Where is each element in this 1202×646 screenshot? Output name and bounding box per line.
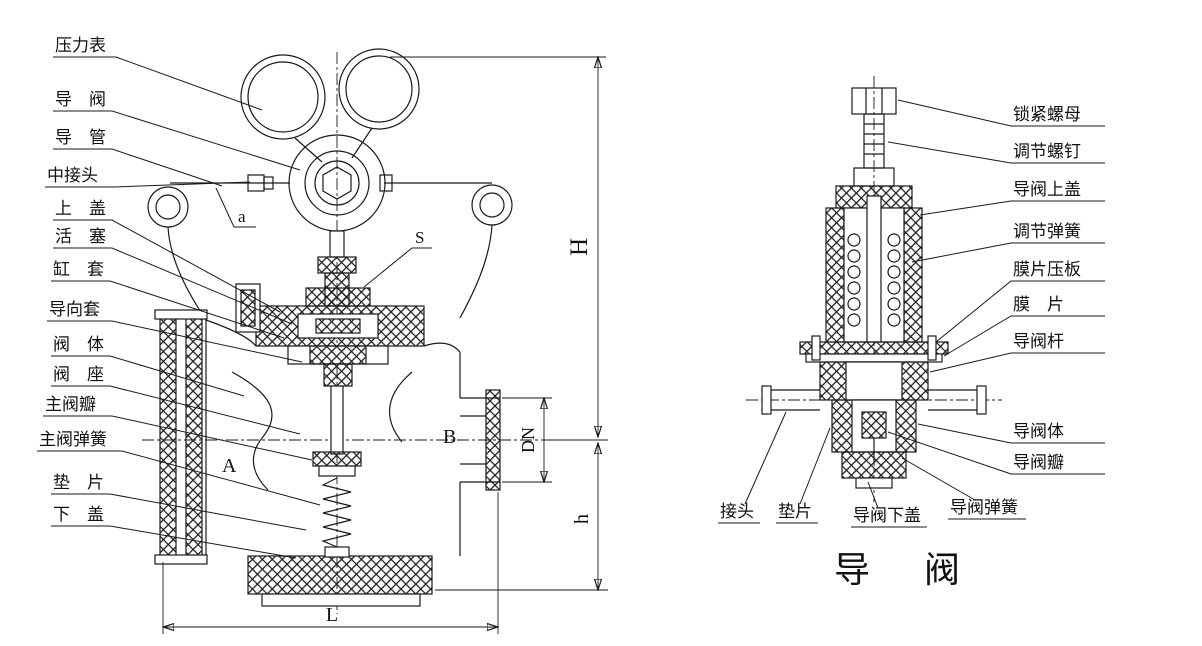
main-view-labels: 压力表 导 阀 导 管 中接头 上 盖 活 塞 缸 套 导向套: [37, 36, 321, 559]
pilot-upper-cover: [825, 185, 923, 343]
lock-nut-and-screw: [851, 87, 897, 187]
dim-DN: DN: [518, 427, 538, 453]
label-pilot-lower-cover: 导阀下盖: [851, 481, 927, 528]
svg-text:主阀弹簧: 主阀弹簧: [39, 430, 107, 449]
dim-S: S: [363, 228, 432, 288]
svg-text:阀 体: 阀 体: [53, 335, 104, 354]
svg-text:接头: 接头: [720, 502, 754, 521]
pilot-mid-body: [761, 361, 987, 415]
svg-text:导阀杆: 导阀杆: [1013, 332, 1064, 351]
label-pilot-stem: 导阀杆: [929, 332, 1105, 373]
guide-tube-piping: [147, 174, 513, 321]
label-pilot-spring: 导阀弹簧: [901, 457, 1026, 520]
pressure-gauge-right: [338, 48, 420, 159]
label-adjusting-spring: 调节弹簧: [911, 222, 1105, 263]
svg-text:导 阀: 导 阀: [55, 90, 106, 109]
svg-text:导向套: 导向套: [49, 300, 100, 319]
svg-text:上 盖: 上 盖: [55, 199, 106, 218]
dim-B: B: [443, 426, 456, 448]
label-pressure-gauge: 压力表: [53, 36, 263, 111]
label-guide-sleeve: 导向套: [47, 300, 303, 363]
svg-text:膜片压板: 膜片压板: [1013, 260, 1081, 279]
svg-text:缸 套: 缸 套: [53, 259, 104, 279]
svg-text:阀 座: 阀 座: [53, 365, 104, 384]
svg-text:导阀弹簧: 导阀弹簧: [950, 498, 1018, 517]
svg-text:a: a: [238, 207, 246, 226]
dim-h: h: [571, 514, 593, 524]
dim-a: a: [215, 187, 256, 228]
svg-text:调节螺钉: 调节螺钉: [1013, 142, 1081, 161]
svg-text:导阀下盖: 导阀下盖: [853, 506, 921, 525]
label-main-disc: 主阀瓣: [43, 395, 313, 461]
pilot-valve-section: [746, 76, 1002, 502]
label-middle-joint: 中接头: [45, 166, 251, 188]
svg-text:膜 片: 膜 片: [1013, 295, 1064, 314]
dim-H: H: [566, 238, 593, 256]
main-valve-section: [142, 48, 572, 614]
label-guide-tube: 导 管: [53, 128, 223, 187]
svg-text:活 塞: 活 塞: [55, 227, 106, 246]
svg-text:垫片: 垫片: [778, 502, 812, 521]
diaphragm-assembly: [799, 335, 949, 363]
dim-A: A: [222, 455, 237, 477]
label-pilot-valve: 导 阀: [53, 90, 301, 171]
inlet-flange: [154, 309, 208, 565]
svg-text:锁紧螺母: 锁紧螺母: [1013, 105, 1081, 124]
svg-text:S: S: [415, 228, 424, 247]
label-upper-cover: 上 盖: [53, 199, 281, 313]
svg-text:导阀体: 导阀体: [1013, 422, 1064, 441]
outlet-flange: [460, 389, 501, 491]
svg-text:压力表: 压力表: [55, 36, 106, 55]
svg-text:下 盖: 下 盖: [53, 505, 104, 524]
label-pilot-gasket: 垫片: [776, 427, 831, 524]
label-valve-body: 阀 体: [51, 335, 245, 397]
label-gasket: 垫 片: [51, 473, 307, 531]
pilot-valve-caption: 导阀: [834, 550, 1014, 590]
label-diaphragm-plate: 膜片压板: [935, 260, 1105, 343]
label-lower-cover: 下 盖: [51, 505, 297, 559]
svg-text:垫 片: 垫 片: [53, 473, 104, 492]
dim-L: L: [326, 604, 338, 626]
svg-text:导阀瓣: 导阀瓣: [1013, 453, 1064, 472]
label-pilot-upper-cover: 导阀上盖: [919, 180, 1105, 216]
label-adjusting-screw: 调节螺钉: [887, 141, 1105, 164]
label-cylinder-sleeve: 缸 套: [51, 259, 285, 339]
svg-text:调节弹簧: 调节弹簧: [1013, 222, 1081, 241]
svg-text:导阀上盖: 导阀上盖: [1013, 180, 1081, 199]
cylinder-piston-assembly: [235, 283, 425, 347]
label-piston: 活 塞: [53, 227, 293, 325]
svg-text:导 管: 导 管: [55, 128, 106, 147]
pilot-lower-body: [831, 399, 917, 489]
label-valve-seat: 阀 座: [51, 365, 301, 435]
label-pilot-body: 导阀体: [917, 422, 1105, 444]
bottom-cover: [247, 555, 433, 607]
svg-text:中接头: 中接头: [47, 166, 98, 185]
pilot-view-labels: 锁紧螺母 调节螺钉 导阀上盖 调节弹簧 膜片压板 膜 片 导阀杆 导阀体: [718, 99, 1105, 590]
dimension-annotations: H h DN L A B S a: [163, 57, 608, 634]
svg-text:主阀瓣: 主阀瓣: [45, 395, 96, 414]
label-lock-nut: 锁紧螺母: [897, 99, 1105, 127]
label-pilot-disc: 导阀瓣: [887, 431, 1105, 475]
valve-body: [205, 319, 461, 556]
main-disc-spring-assembly: [312, 385, 362, 558]
label-joint: 接头: [718, 411, 787, 524]
pressure-gauge-left: [240, 54, 326, 163]
label-diaphragm: 膜 片: [943, 295, 1105, 357]
guide-sleeve-assembly: [287, 345, 389, 387]
label-main-spring: 主阀弹簧: [37, 430, 321, 506]
